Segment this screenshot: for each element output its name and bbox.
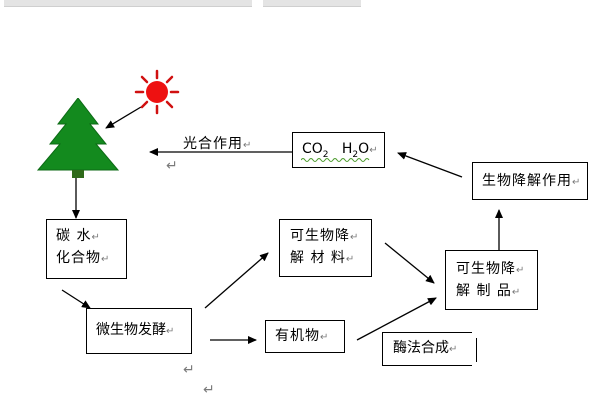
tree-icon bbox=[36, 98, 120, 178]
degradable-material-line1: 可生物降↵ bbox=[290, 228, 359, 244]
arrow-sun-to-tree bbox=[105, 106, 142, 129]
co2-h2o-text: CO2 H2O↵ bbox=[302, 141, 378, 160]
paragraph-mark: ↵ bbox=[203, 382, 216, 398]
arrow-organic-to-product bbox=[356, 297, 437, 341]
fermentation-box: 微生物发酵↵ bbox=[86, 308, 192, 354]
enzymatic-synthesis-label: 酶法合成↵ bbox=[393, 340, 458, 356]
spellcheck-squiggle bbox=[301, 158, 370, 162]
window-top-strip bbox=[0, 0, 600, 10]
text-cursor bbox=[476, 338, 477, 362]
degradable-product-line2: 解 制 品↵ bbox=[456, 283, 521, 299]
organic-label: 有机物↵ bbox=[275, 328, 329, 344]
carbohydrate-box: 碳 水↵ 化合物↵ bbox=[46, 219, 127, 279]
fermentation-label: 微生物发酵↵ bbox=[96, 322, 175, 338]
arrow-material-to-product bbox=[384, 242, 435, 284]
degradable-product-box: 可生物降↵ 解 制 品↵ bbox=[445, 250, 538, 310]
paragraph-mark: ↵ bbox=[166, 158, 179, 174]
arrow-fermentation-to-material bbox=[204, 252, 269, 309]
degradable-material-box: 可生物降↵ 解 材 料↵ bbox=[279, 219, 372, 277]
co2-h2o-box: CO2 H2O↵ bbox=[292, 132, 385, 168]
toolbar-segment-left bbox=[4, 0, 252, 7]
degradable-product-line1: 可生物降↵ bbox=[456, 261, 525, 277]
photosynthesis-label: 光合作用↵ bbox=[183, 136, 252, 152]
degradable-material-line2: 解 材 料↵ bbox=[290, 250, 355, 266]
toolbar-segment-right bbox=[263, 0, 361, 7]
biodegradation-label: 生物降解作用↵ bbox=[482, 173, 581, 189]
carbohydrate-line1: 碳 水↵ bbox=[56, 228, 100, 244]
biodegradation-box: 生物降解作用↵ bbox=[472, 162, 588, 200]
carbohydrate-line2: 化合物↵ bbox=[56, 250, 110, 266]
paragraph-mark: ↵ bbox=[183, 362, 196, 378]
arrow-carbohydrate-to-fermentation bbox=[61, 289, 91, 309]
organic-box: 有机物↵ bbox=[265, 320, 345, 353]
arrow-biodegradation-to-co2 bbox=[397, 152, 463, 178]
sun-icon bbox=[134, 69, 180, 115]
enzymatic-synthesis-box: 酶法合成↵ bbox=[382, 332, 472, 366]
